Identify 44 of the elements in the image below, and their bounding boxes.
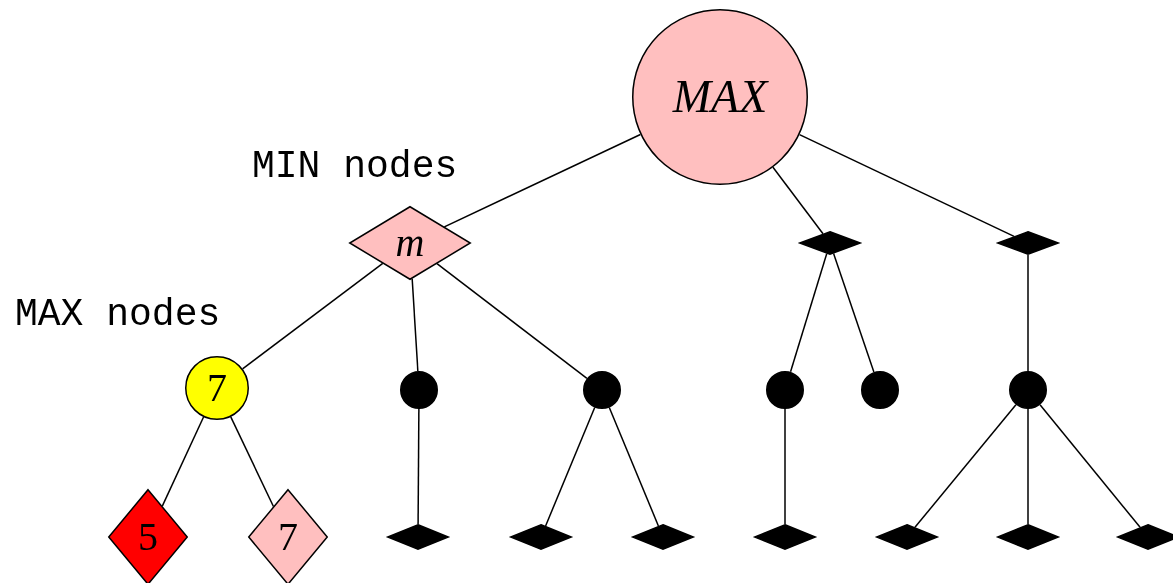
filled-diamond [387,524,449,550]
connector-line [161,416,205,507]
filled-diamond [510,524,572,550]
node-value: MAX [672,74,768,120]
connector-line [1039,403,1141,529]
connector-line [914,403,1017,529]
filled-circle [400,371,438,409]
filled-diamond [997,524,1059,550]
connector-line [608,406,660,527]
connector-line [230,416,275,508]
level-label: MAX nodes [15,296,221,334]
circle-node [185,356,249,420]
connector-line [832,252,875,373]
connector-line [443,133,642,228]
connector-line [544,406,596,527]
connector-line [784,408,786,525]
connector-line [417,408,420,525]
filled-diamond [876,524,938,550]
filled-circle [1009,371,1047,409]
connector-line [1027,408,1029,525]
filled-diamond [997,231,1059,255]
node-value: 7 [278,517,298,557]
connector-line [798,133,1015,238]
connector-line [772,166,824,235]
filled-diamond [1117,524,1173,550]
filled-circle [766,371,804,409]
connector-line [436,262,588,380]
connector-line [789,253,828,373]
level-label: MIN nodes [252,148,458,186]
diamond-node [108,489,188,583]
filled-diamond [632,524,694,550]
connector-line [241,262,384,370]
node-value: m [395,223,425,263]
filled-circle [583,371,621,409]
filled-diamond [754,524,816,550]
filled-circle [861,371,899,409]
connector-line [411,277,419,372]
filled-diamond [799,231,861,255]
diamond-node [349,206,471,280]
node-value: 5 [138,517,158,557]
connector-line [1027,254,1029,372]
diamond-node [248,489,328,583]
node-value: 7 [207,368,227,408]
circle-node [632,9,808,185]
